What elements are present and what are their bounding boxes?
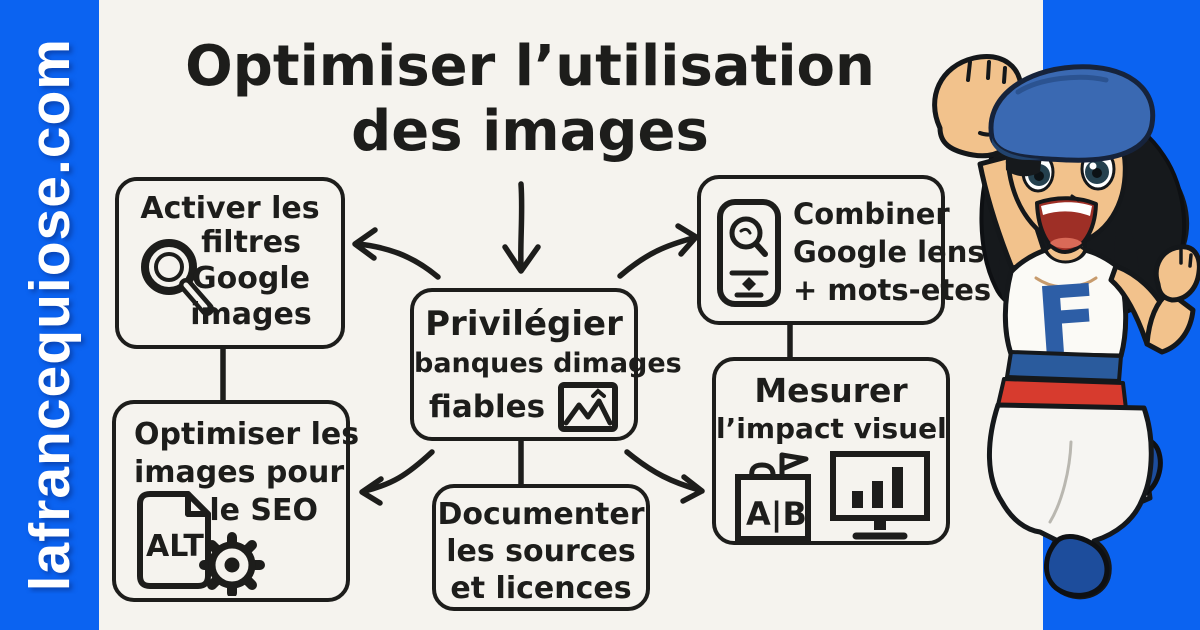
box-line: Optimiser les [134,417,360,452]
ab-test-icon: A|B [735,452,811,542]
mascot-girl: F [932,54,1200,600]
box-line: fiables [428,389,546,425]
box-measure-visual-impact: Mesurer l’impact visuel A|B [712,357,950,545]
box-line: le SEO [209,493,318,528]
box-line: Mesurer [754,371,908,410]
box-prefer-reliable-image-banks: Privilégier banques dimages fiables [410,288,682,441]
box-line: les sources [446,534,636,569]
box-line: images pour [134,455,345,490]
box-line: banques dimages [414,348,682,379]
gear-icon [199,532,265,596]
ab-label: A|B [746,495,807,534]
box-document-sources-licences: Documenter les sources et licences [432,484,650,611]
page-title: Optimiser l’utilisation des images [150,34,910,164]
alt-label: ALT [146,529,204,564]
box-line: filtres [201,225,301,260]
arrow-center-to-top-left [355,241,441,280]
alt-document-icon: ALT [137,491,211,589]
arrow-center-to-right [624,449,702,493]
box-line: Google [192,261,310,296]
image-icon [558,382,619,432]
bar-chart-monitor-icon [830,451,930,540]
box-activate-google-filters: Activer les filtres Google images [115,177,345,349]
title-line-2: des images [351,99,709,164]
box-optimise-images-seo: Optimiser les images pour le SEO ALT [112,400,360,602]
box-line: Activer les [140,191,320,226]
alt-document-and-gear-icon: ALT [137,491,265,596]
beret [988,64,1156,163]
google-lens-phone-icon [717,199,781,307]
magnifier-icon [141,239,214,316]
arrow-title-to-center [518,181,525,269]
box-line: Documenter [437,497,645,532]
box-line: Combiner [793,197,950,231]
clenched-fist [1108,244,1200,355]
box-line: images [190,297,312,332]
box-line: Privilégier [425,304,623,344]
arrow-center-to-bottom-left [362,449,435,494]
box-line: l’impact visuel [716,412,947,445]
title-line-1: Optimiser l’utilisation [185,34,875,99]
arrow-center-to-top-right [617,235,696,279]
box-line: et licences [450,571,632,606]
